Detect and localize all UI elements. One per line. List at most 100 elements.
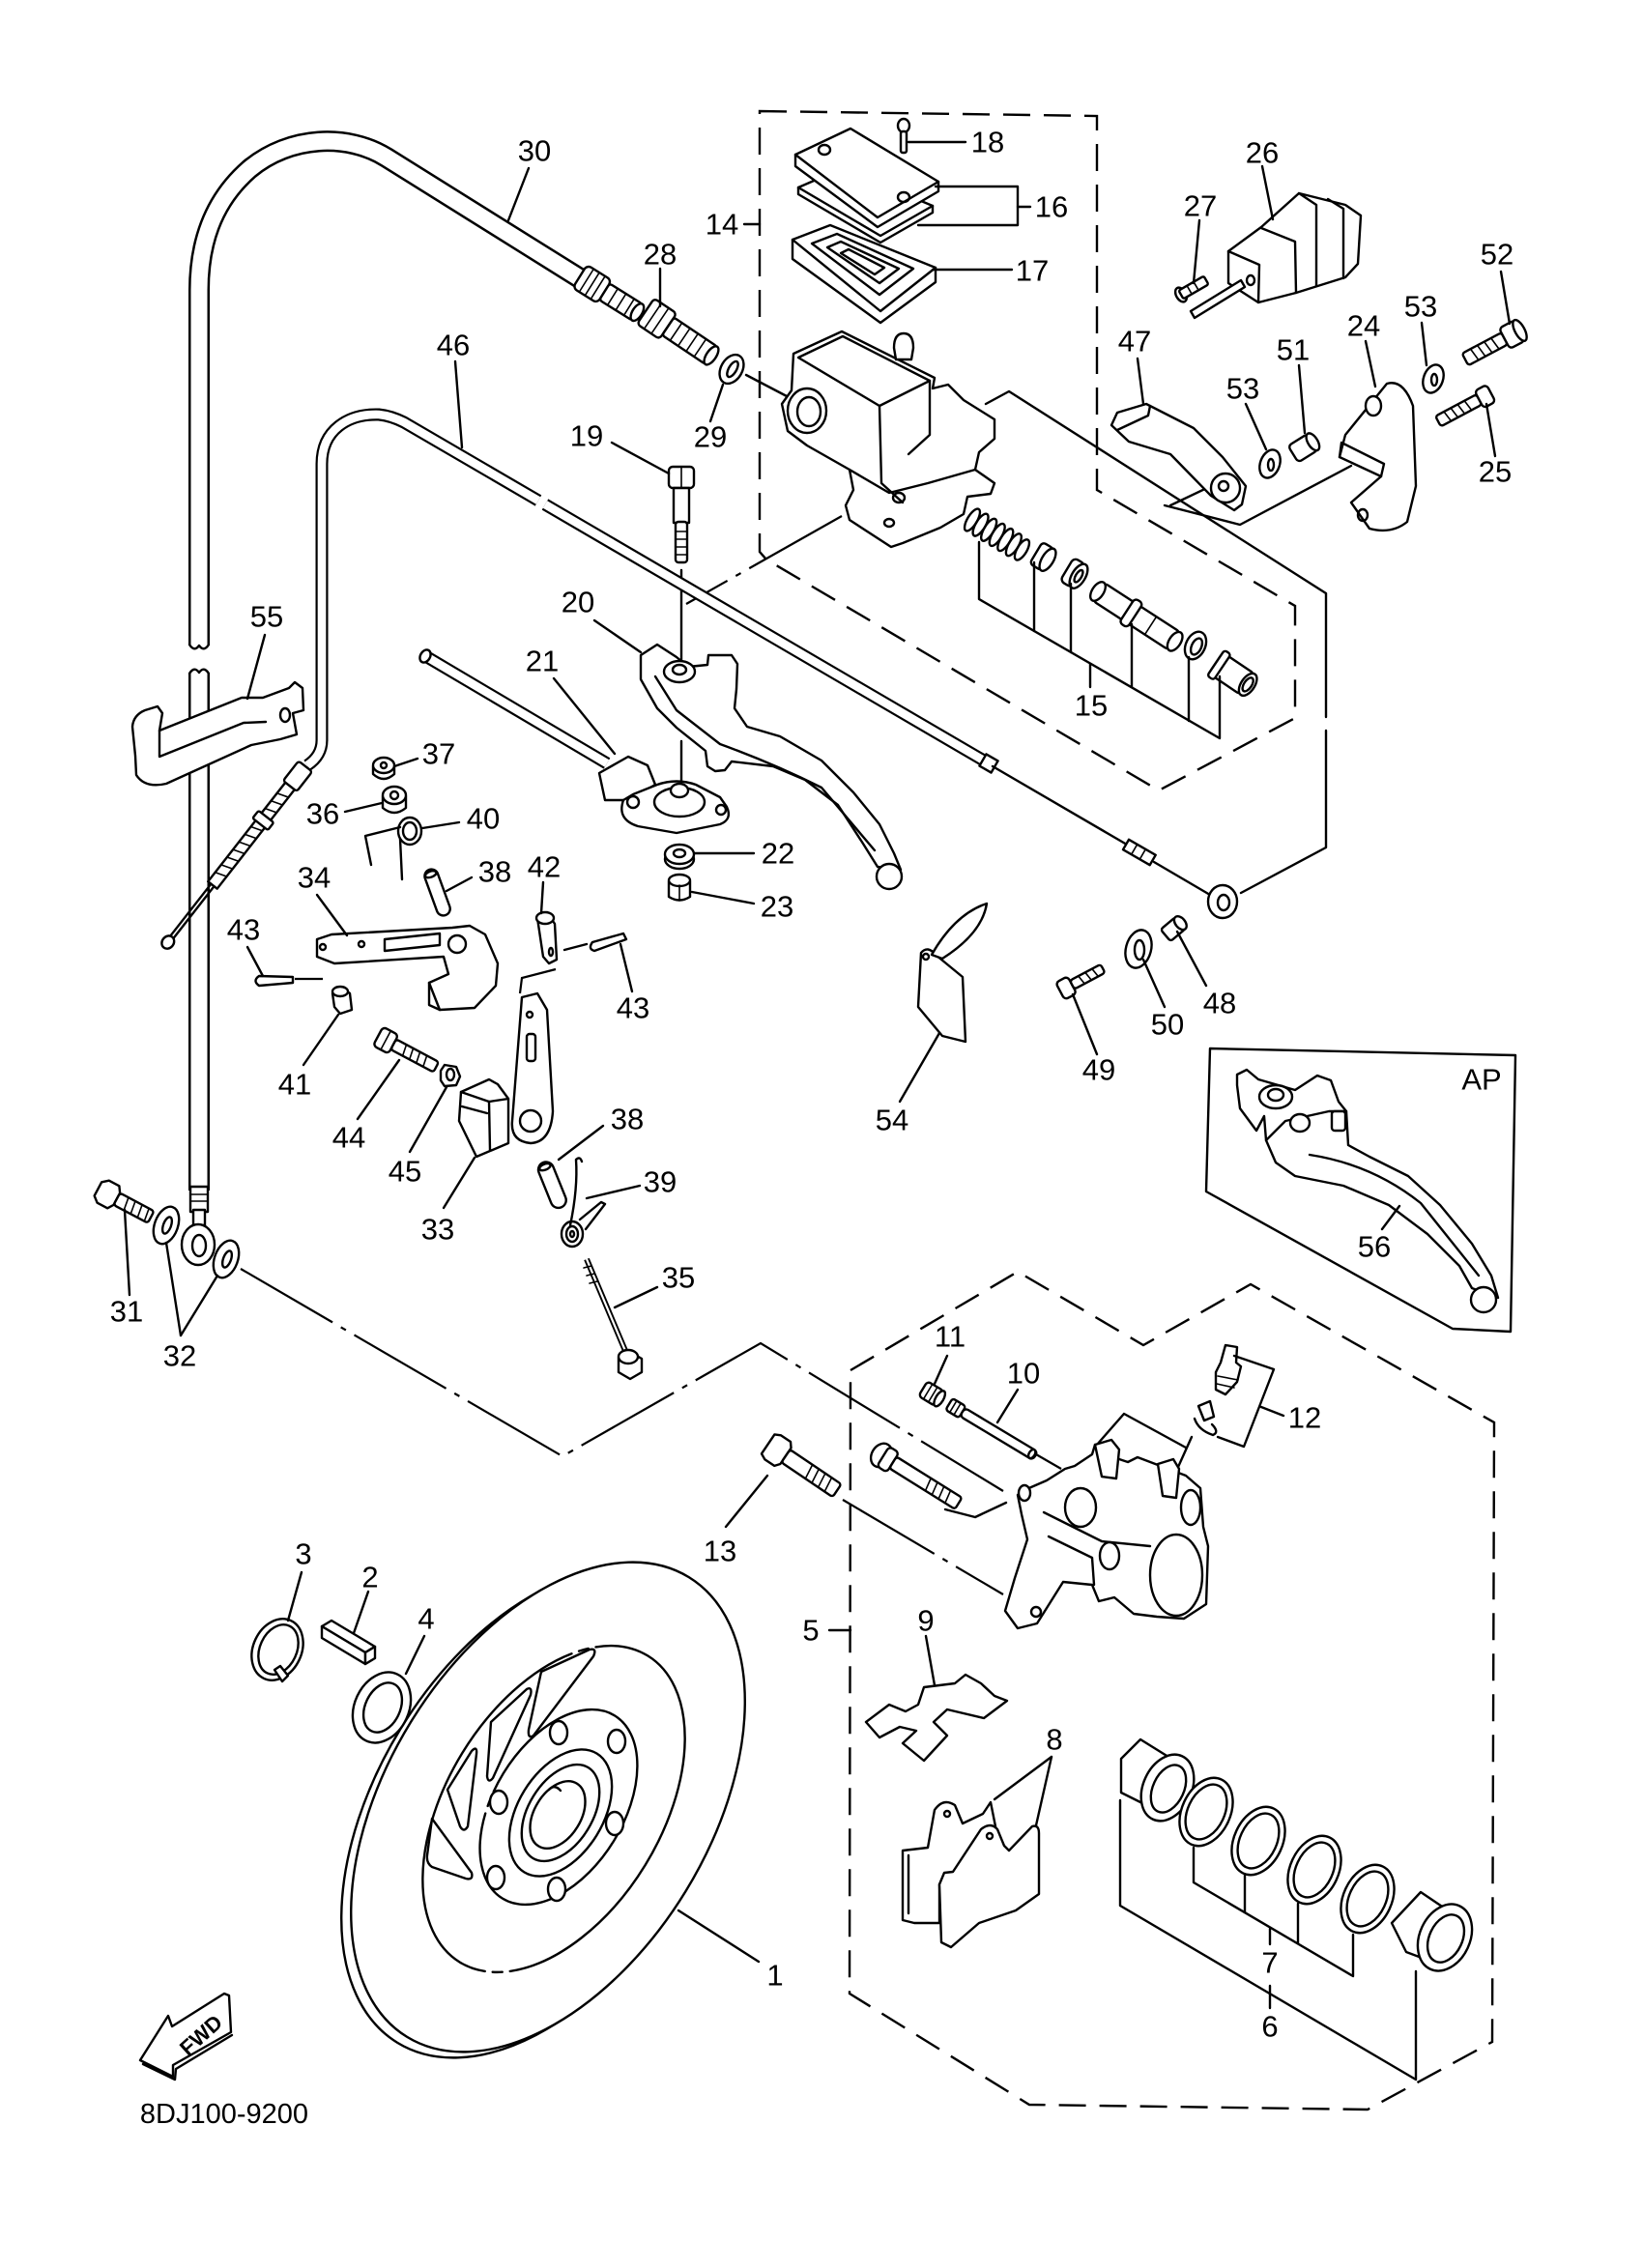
pedal-bracket-line xyxy=(1163,464,1353,527)
callout-17: 17 xyxy=(1016,254,1049,288)
leader-53-right xyxy=(1420,321,1428,367)
part-15-master-cylinder-kit xyxy=(963,507,1258,698)
clevis-link-line xyxy=(518,967,557,994)
leader-43-left xyxy=(245,945,265,978)
callout-41: 41 xyxy=(278,1068,311,1102)
part-38-pin-upper xyxy=(423,868,451,917)
callout-46: 46 xyxy=(437,329,470,362)
part-47-brake-pedal xyxy=(1110,402,1248,512)
callout-2: 2 xyxy=(361,1561,378,1594)
part-40-spring xyxy=(363,816,423,881)
callout-30: 30 xyxy=(518,134,551,168)
part-55-clamp xyxy=(130,680,305,787)
part-52-bolt xyxy=(1461,318,1528,366)
part-28-union-bolt xyxy=(637,299,720,366)
callout-37: 37 xyxy=(422,737,455,771)
leader-3 xyxy=(286,1570,303,1622)
leader-36 xyxy=(343,801,384,814)
callout-34: 34 xyxy=(298,861,331,895)
leader-46 xyxy=(453,359,464,449)
leader-32-a xyxy=(164,1241,183,1337)
part-38-pin-lower xyxy=(536,1161,567,1210)
leader-48 xyxy=(1175,930,1208,988)
part-5-caliper-body xyxy=(1003,1438,1210,1630)
part-56-alternate-lever xyxy=(1235,1068,1500,1314)
part-41-pin xyxy=(331,985,354,1016)
leader-35 xyxy=(613,1285,659,1309)
callout-11: 11 xyxy=(935,1320,966,1354)
callout-47: 47 xyxy=(1118,325,1151,359)
leader-6 xyxy=(1118,1798,1418,2081)
leader-7 xyxy=(1192,1846,1355,1978)
part-9-pad-spring xyxy=(864,1673,1009,1763)
callout-38-lower: 38 xyxy=(611,1103,644,1136)
leader-20 xyxy=(592,618,643,654)
part-21-lever-holder xyxy=(418,648,731,835)
cable-adjuster xyxy=(160,761,313,950)
alternate-part-box xyxy=(1204,1047,1517,1334)
callout-18: 18 xyxy=(971,126,1004,159)
callout-22: 22 xyxy=(762,837,794,871)
leader-38-lower xyxy=(557,1124,605,1162)
part-33-block xyxy=(457,1077,510,1159)
hose-to-caliper-line xyxy=(240,1268,1004,1492)
leader-43-right xyxy=(619,942,634,993)
part-14-master-cylinder xyxy=(780,330,996,549)
part-22-washer xyxy=(663,843,696,871)
part-1-brake-disc xyxy=(340,1561,746,2059)
part-11-plug xyxy=(918,1381,947,1408)
part-53-washer-left xyxy=(1258,448,1282,479)
callout-45: 45 xyxy=(389,1155,421,1189)
leader-53-left xyxy=(1244,402,1268,451)
caliper-bolt-line xyxy=(943,1501,1008,1519)
part-10-pad-pin xyxy=(945,1397,1038,1460)
callout-40: 40 xyxy=(467,802,500,836)
callout-53-right: 53 xyxy=(1404,290,1437,324)
callout-52: 52 xyxy=(1481,238,1513,272)
leader-1 xyxy=(677,1909,761,1964)
leader-41 xyxy=(302,1013,340,1067)
leader-12 xyxy=(1259,1405,1285,1418)
washer-29-line xyxy=(744,373,789,398)
callout-13: 13 xyxy=(704,1535,736,1568)
callout-19: 19 xyxy=(570,419,603,453)
callout-53-left: 53 xyxy=(1226,372,1259,406)
diagram-code: 8DJ100-9200 xyxy=(140,2099,308,2130)
callout-29: 29 xyxy=(694,420,727,454)
part-43-cotter-pin-left xyxy=(254,974,295,988)
callout-44: 44 xyxy=(332,1121,365,1155)
callout-20: 20 xyxy=(562,586,594,619)
leader-50 xyxy=(1141,958,1167,1009)
leader-9 xyxy=(924,1634,937,1687)
bolt-13-line xyxy=(842,1499,1004,1595)
leader-12-bracket xyxy=(1216,1354,1276,1449)
callout-38-upper: 38 xyxy=(478,855,511,889)
callout-9: 9 xyxy=(917,1604,934,1638)
alternate-part-label: AP xyxy=(1461,1063,1501,1097)
leader-26 xyxy=(1260,164,1275,221)
leader-31 xyxy=(123,1208,131,1297)
leader-19 xyxy=(610,441,671,475)
leader-49 xyxy=(1071,992,1099,1056)
leader-42 xyxy=(539,880,545,915)
callout-49: 49 xyxy=(1082,1053,1115,1087)
callout-43-left: 43 xyxy=(227,913,260,947)
part-37-nut xyxy=(371,756,396,781)
callout-23: 23 xyxy=(761,890,793,924)
callout-48: 48 xyxy=(1203,987,1236,1020)
callout-6: 6 xyxy=(1261,2010,1278,2044)
leader-30 xyxy=(506,166,531,222)
part-54-plate xyxy=(916,902,989,1044)
part-17-diaphragm xyxy=(791,223,937,325)
callout-21: 21 xyxy=(526,645,559,678)
callout-43-right: 43 xyxy=(617,991,649,1025)
callout-32: 32 xyxy=(163,1339,196,1373)
part-26-brake-light-switch xyxy=(1226,191,1363,304)
leader-34 xyxy=(315,893,349,937)
callout-4: 4 xyxy=(418,1602,434,1636)
cotter-43-right-line xyxy=(562,942,589,952)
leader-37 xyxy=(392,757,419,768)
part-19-bolt xyxy=(667,465,696,564)
cable-end-eye xyxy=(1206,883,1239,920)
